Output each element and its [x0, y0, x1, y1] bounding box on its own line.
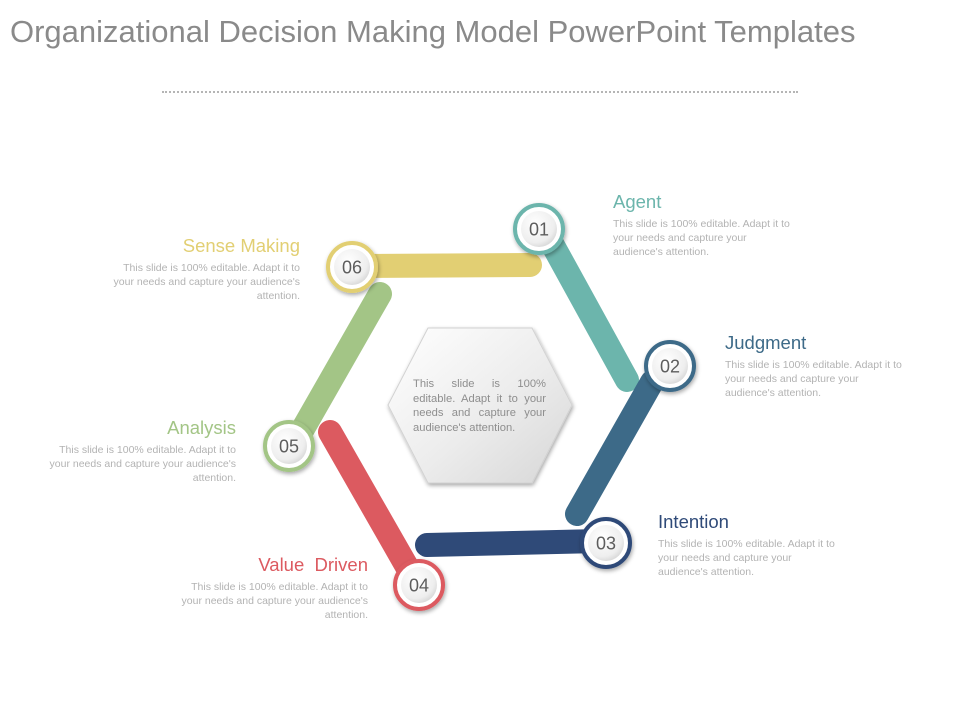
- bar-sense-making: [352, 253, 542, 278]
- node-number: 06: [342, 258, 362, 278]
- bar-analysis: [288, 282, 392, 446]
- center-hexagon: [387, 327, 573, 484]
- bar-intention: [415, 529, 612, 557]
- step-title: Sense Making: [182, 235, 300, 256]
- step-description: This slide is 100% editable. Adapt it to…: [49, 444, 236, 484]
- node-number: 03: [596, 534, 616, 554]
- title-divider: [162, 91, 798, 93]
- node-number: 01: [529, 220, 549, 240]
- node-03: 03: [580, 517, 632, 569]
- bar-agent: [538, 228, 639, 392]
- step-sense-making: Sense Making This slide is 100% editable…: [110, 235, 300, 303]
- step-judgment: Judgment This slide is 100% editable. Ad…: [725, 332, 910, 400]
- step-agent: Agent This slide is 100% editable. Adapt…: [613, 191, 798, 259]
- step-intention: Intention This slide is 100% editable. A…: [658, 511, 843, 579]
- node-06: 06: [326, 241, 378, 293]
- step-analysis: Analysis This slide is 100% editable. Ad…: [46, 417, 236, 485]
- step-value-driven: Value Driven This slide is 100% editable…: [178, 554, 368, 622]
- bar-value-driven: [318, 420, 422, 584]
- step-description: This slide is 100% editable. Adapt it to…: [181, 581, 368, 621]
- step-title: Judgment: [725, 332, 807, 353]
- step-title: Agent: [613, 191, 662, 212]
- step-description: This slide is 100% editable. Adapt it to…: [725, 359, 902, 399]
- node-02: 02: [644, 340, 696, 392]
- node-04: 04: [393, 559, 445, 611]
- center-text: This slide is 100% editable. Adapt it to…: [413, 378, 546, 434]
- step-title: Analysis: [167, 417, 236, 438]
- step-title: Intention: [658, 511, 729, 532]
- bar-judgment: [565, 370, 664, 526]
- node-number: 04: [409, 576, 429, 596]
- node-01: 01: [513, 203, 565, 255]
- slide-title: Organizational Decision Making Model Pow…: [10, 14, 856, 49]
- step-description: This slide is 100% editable. Adapt it to…: [613, 218, 790, 258]
- step-description: This slide is 100% editable. Adapt it to…: [113, 262, 300, 302]
- step-description: This slide is 100% editable. Adapt it to…: [658, 538, 835, 578]
- step-title: Value Driven: [258, 554, 368, 575]
- node-number: 02: [660, 357, 680, 377]
- node-number: 05: [279, 437, 299, 457]
- node-05: 05: [263, 420, 315, 472]
